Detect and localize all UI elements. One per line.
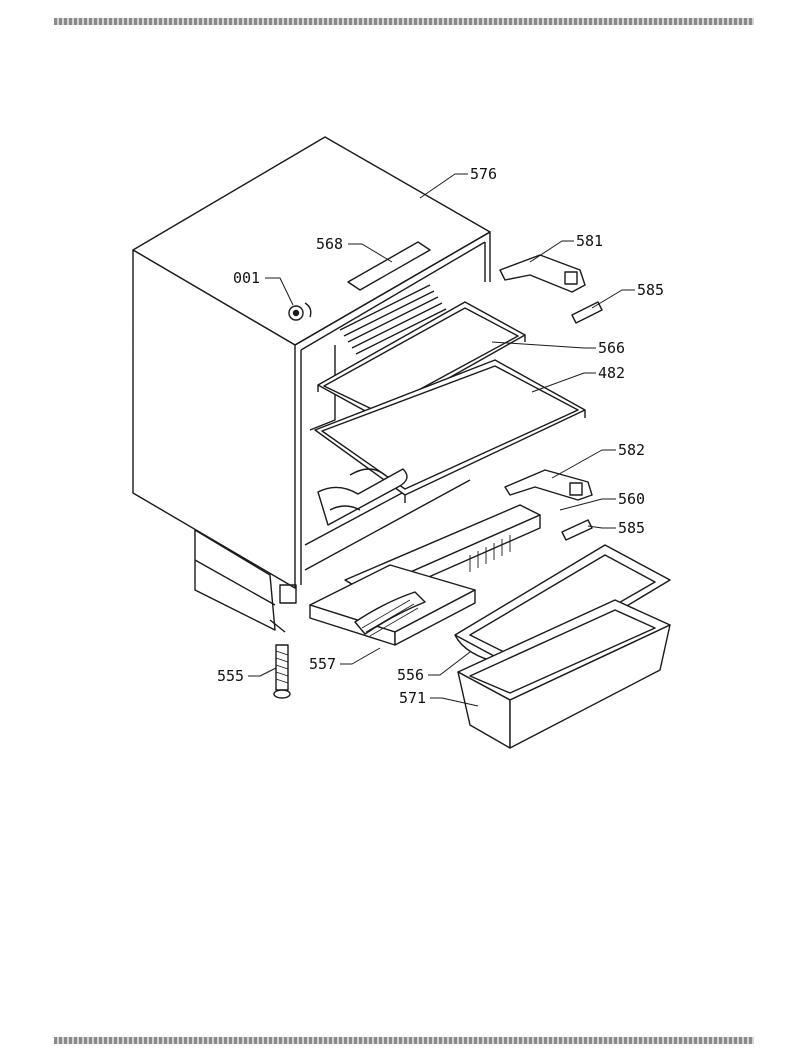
part-label-582: 582 [618,441,645,459]
part-label-556: 556 [397,666,424,684]
part-label-576: 576 [470,165,497,183]
part-label-568: 568 [316,235,343,253]
crisper-cover [310,565,475,645]
part-label-560: 560 [618,490,645,508]
part-label-585-lower: 585 [618,519,645,537]
part-label-585-upper: 585 [637,281,664,299]
hinge-lower [505,470,592,500]
part-label-566: 566 [598,339,625,357]
hinge-upper [500,255,585,292]
part-label-482: 482 [598,364,625,382]
part-label-557: 557 [309,655,336,673]
part-label-581: 581 [576,232,603,250]
part-label-555: 555 [217,667,244,685]
adjustable-foot [274,645,290,698]
part-label-571: 571 [399,689,426,707]
part-label-001: 001 [233,269,260,287]
hinge-cover-lower [562,520,592,540]
